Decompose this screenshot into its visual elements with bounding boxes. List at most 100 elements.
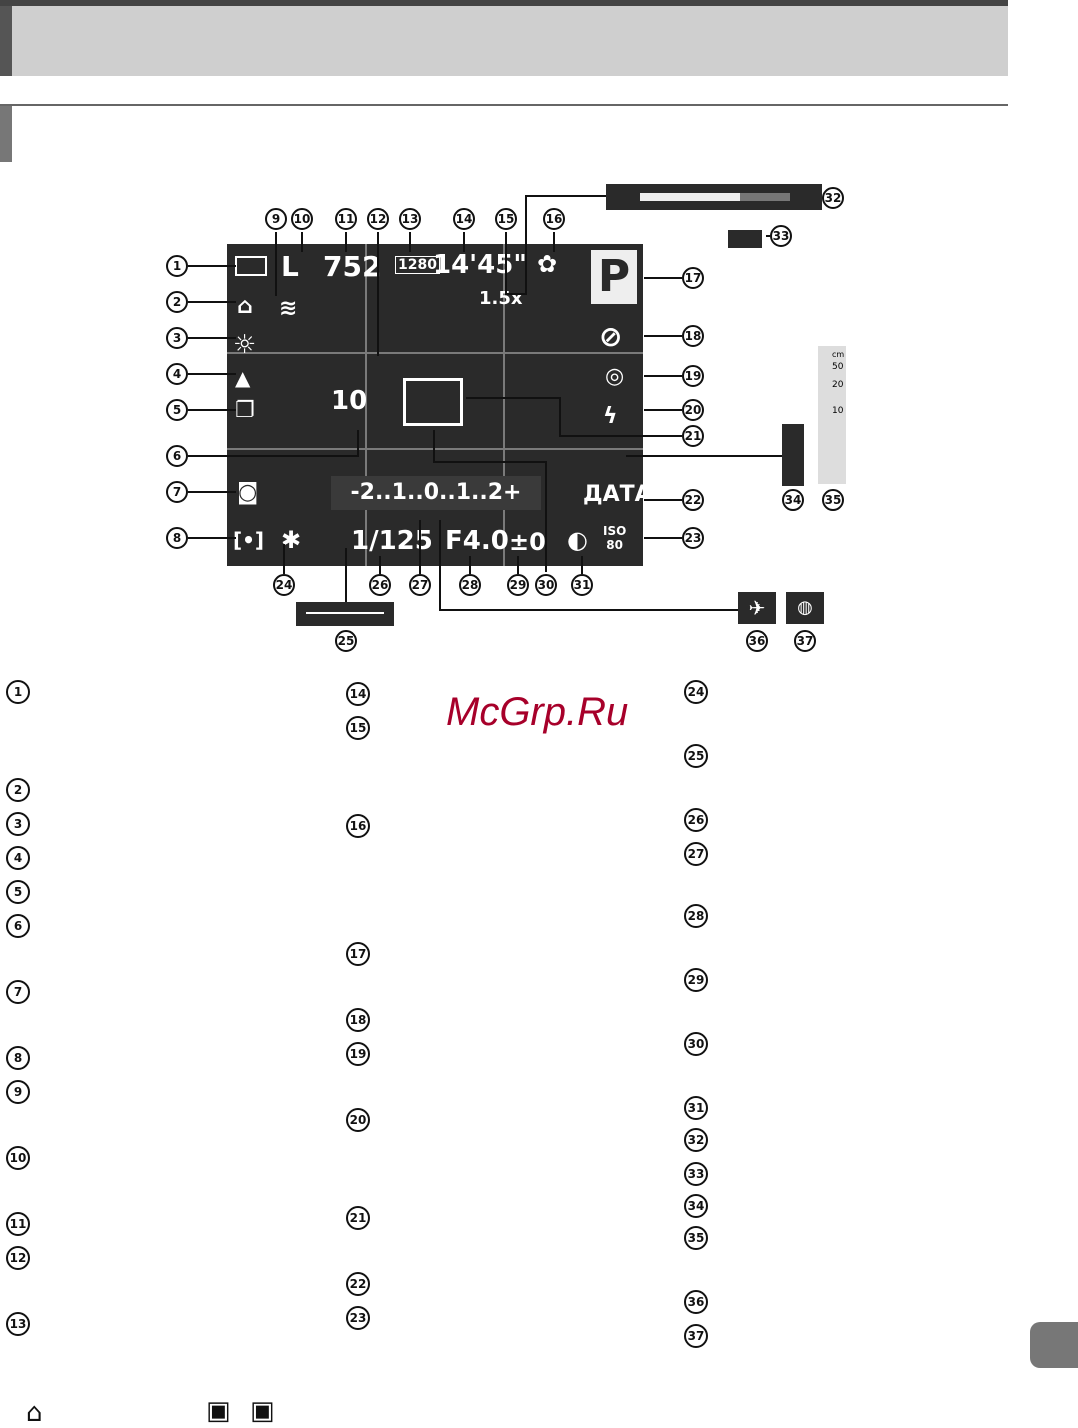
camera-vertical-icon: ▣ xyxy=(206,1396,231,1426)
legend-37: 37 xyxy=(684,1324,708,1348)
shooting-mode: P xyxy=(591,250,637,304)
camera-vertical-icon: ▣ xyxy=(250,1396,275,1426)
exposure-scale: -2..1..0..1..2+ xyxy=(331,476,541,510)
legend-17: 17 xyxy=(346,942,370,966)
callout-14: 14 xyxy=(453,208,475,230)
callout-18: 18 xyxy=(682,325,704,347)
callout-34: 34 xyxy=(782,489,804,511)
legend-4: 4 xyxy=(6,846,30,870)
watermark: McGrp.Ru xyxy=(446,690,629,734)
legend-3: 3 xyxy=(6,812,30,836)
zoom-bar-digital xyxy=(740,193,790,201)
legend-28: 28 xyxy=(684,904,708,928)
grid-line-v2 xyxy=(503,244,505,566)
macro-icon: ✿ xyxy=(537,250,558,278)
legend-19: 19 xyxy=(346,1042,370,1066)
callout-33: 33 xyxy=(770,225,792,247)
callout-4: 4 xyxy=(166,363,188,385)
iso-label: ISO xyxy=(603,524,627,538)
callout-8: 8 xyxy=(166,527,188,549)
legend-11: 11 xyxy=(6,1212,30,1236)
exposure-compensation: ±0 xyxy=(509,528,546,556)
white-balance-icon: ☼ xyxy=(233,330,257,360)
af-lock-icon: ✱ xyxy=(281,526,302,554)
legend-29: 29 xyxy=(684,968,708,992)
legend-25: 25 xyxy=(684,744,708,768)
my-colors-icon: ▲ xyxy=(235,366,251,390)
level-indicator xyxy=(782,424,804,486)
is-mode-icon: ◍ xyxy=(786,592,824,624)
legend-23: 23 xyxy=(346,1306,370,1330)
camera-orientation-icon: ⌂ xyxy=(237,294,253,319)
movie-size: 1280 xyxy=(395,256,440,274)
callout-2: 2 xyxy=(166,291,188,313)
callout-20: 20 xyxy=(682,399,704,421)
callout-7: 7 xyxy=(166,481,188,503)
legend-33: 33 xyxy=(684,1162,708,1186)
header-tab xyxy=(0,6,12,76)
legend-22: 22 xyxy=(346,1272,370,1296)
airplane-icon: ✈ xyxy=(738,592,776,624)
callout-23: 23 xyxy=(682,527,704,549)
self-timer-icon: 10 xyxy=(331,386,367,416)
legend-36: 36 xyxy=(684,1290,708,1314)
legend-24: 24 xyxy=(684,680,708,704)
camera-shake-icon: ◙ xyxy=(237,480,259,505)
mf-indicator-line xyxy=(306,612,384,614)
aperture-value: F4.0 xyxy=(445,526,509,556)
flash-off-icon: ⊘ xyxy=(599,320,623,353)
callout-29: 29 xyxy=(507,574,529,596)
callout-11: 11 xyxy=(335,208,357,230)
mf-indicator xyxy=(296,602,394,626)
legend-2: 2 xyxy=(6,778,30,802)
callout-12: 12 xyxy=(367,208,389,230)
callout-3: 3 xyxy=(166,327,188,349)
section-header-bar xyxy=(0,0,1008,76)
callout-26: 26 xyxy=(369,574,391,596)
chapter-tab xyxy=(1030,1322,1078,1368)
focus-range-unit: cm xyxy=(832,350,845,359)
callout-19: 19 xyxy=(682,365,704,387)
focus-range-bar: cm 50 20 10 xyxy=(818,346,846,484)
subsection-tab xyxy=(0,106,12,162)
callout-36: 36 xyxy=(746,630,768,652)
image-size: L xyxy=(281,250,299,283)
legend-12: 12 xyxy=(6,1246,30,1270)
legend-34: 34 xyxy=(684,1194,708,1218)
callout-13: 13 xyxy=(399,208,421,230)
legend-30: 30 xyxy=(684,1032,708,1056)
callout-9: 9 xyxy=(265,208,287,230)
drive-mode-icon: ❐ xyxy=(235,398,255,423)
legend-5: 5 xyxy=(6,880,30,904)
metering-icon: [•] xyxy=(233,528,265,552)
callout-15: 15 xyxy=(495,208,517,230)
focus-range-tick: 20 xyxy=(832,380,844,390)
focus-range-tick: 10 xyxy=(832,406,844,416)
callout-17: 17 xyxy=(682,267,704,289)
focus-range-tick: 50 xyxy=(832,362,844,372)
callout-25: 25 xyxy=(335,630,357,652)
legend-13: 13 xyxy=(6,1312,30,1336)
legend-14: 14 xyxy=(346,682,370,706)
camera-orientation-icon: ⌂ xyxy=(26,1398,43,1428)
subsection-rule xyxy=(0,104,1008,106)
date-stamp: ДАТА xyxy=(583,482,652,507)
legend-1: 1 xyxy=(6,680,30,704)
legend-21: 21 xyxy=(346,1206,370,1230)
callout-1: 1 xyxy=(166,255,188,277)
record-time: 14'45" xyxy=(433,250,527,280)
callout-30: 30 xyxy=(535,574,557,596)
callout-32: 32 xyxy=(822,187,844,209)
legend-20: 20 xyxy=(346,1108,370,1132)
legend-31: 31 xyxy=(684,1096,708,1120)
legend-16: 16 xyxy=(346,814,370,838)
callout-31: 31 xyxy=(571,574,593,596)
grid-line-h1 xyxy=(227,352,643,354)
legend-15: 15 xyxy=(346,716,370,740)
callout-22: 22 xyxy=(682,489,704,511)
callout-28: 28 xyxy=(459,574,481,596)
zoom-bar xyxy=(606,184,822,210)
legend-9: 9 xyxy=(6,1080,30,1104)
